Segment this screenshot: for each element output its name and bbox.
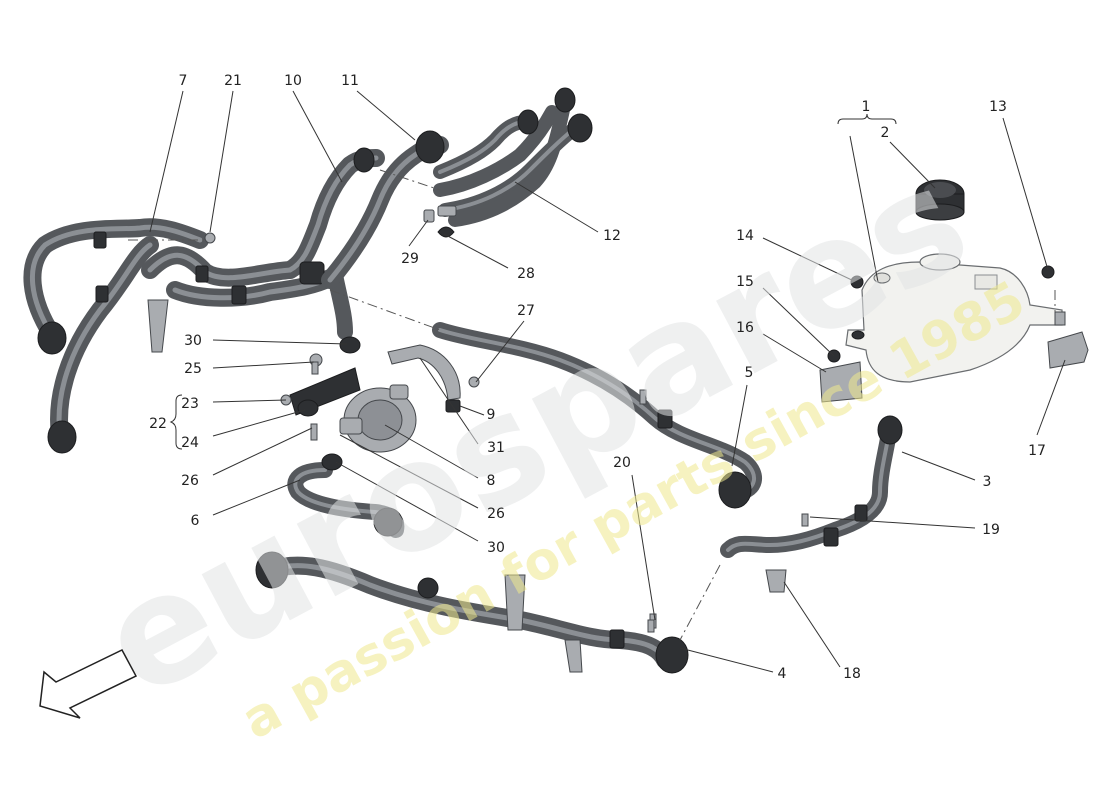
callout-28: 28 bbox=[517, 266, 535, 282]
callout-12: 12 bbox=[603, 228, 621, 244]
callout-13: 13 bbox=[989, 99, 1007, 115]
hose-6 bbox=[287, 453, 405, 538]
callout-5: 5 bbox=[745, 365, 754, 381]
callout-10: 10 bbox=[284, 73, 302, 89]
bracket-17 bbox=[1047, 331, 1089, 369]
callout-26-left: 26 bbox=[181, 473, 199, 489]
callout-11: 11 bbox=[341, 73, 359, 89]
callout-20: 20 bbox=[613, 455, 631, 471]
callout-14: 14 bbox=[736, 228, 754, 244]
callout-19: 19 bbox=[982, 522, 1000, 538]
hose-7 bbox=[23, 218, 209, 454]
water-pump-8 bbox=[339, 384, 417, 453]
bolt-20 bbox=[647, 619, 655, 633]
callout-7: 7 bbox=[179, 73, 188, 89]
pipe-4 bbox=[255, 551, 689, 674]
callout-30-top: 30 bbox=[184, 333, 202, 349]
expansion-tank-1 bbox=[845, 253, 1066, 383]
hose-11 bbox=[321, 130, 449, 289]
callout-23: 23 bbox=[181, 396, 199, 412]
callout-29: 29 bbox=[401, 251, 419, 267]
pump-bracket-22 bbox=[280, 336, 361, 441]
assembly-lines bbox=[128, 169, 1056, 641]
small-fittings bbox=[204, 209, 455, 244]
hose-assembly-12 bbox=[433, 87, 593, 227]
callout-2: 2 bbox=[881, 125, 890, 141]
callout-4: 4 bbox=[778, 666, 787, 682]
direction-arrow bbox=[39, 649, 138, 719]
callout-31: 31 bbox=[487, 440, 505, 456]
callout-22: 22 bbox=[149, 416, 167, 432]
callout-27: 27 bbox=[517, 303, 535, 319]
callout-3: 3 bbox=[983, 474, 992, 490]
callout-21: 21 bbox=[224, 73, 242, 89]
hose-10 bbox=[141, 149, 385, 353]
hose-5 bbox=[432, 322, 762, 509]
callout-8: 8 bbox=[487, 473, 496, 489]
watermark-brand: eurospares bbox=[75, 133, 994, 732]
callout-1: 1 bbox=[862, 99, 871, 115]
callout-26-right: 26 bbox=[487, 506, 505, 522]
parts-artwork bbox=[23, 87, 1089, 674]
callout-30-bottom: 30 bbox=[487, 540, 505, 556]
callout-6: 6 bbox=[191, 513, 200, 529]
callout-17: 17 bbox=[1028, 443, 1046, 459]
tank-cap-2 bbox=[915, 179, 965, 221]
callout-15: 15 bbox=[736, 274, 754, 290]
callout-16: 16 bbox=[736, 320, 754, 336]
callout-18: 18 bbox=[843, 666, 861, 682]
hose-3 bbox=[720, 415, 903, 593]
leader-lines bbox=[149, 90, 1066, 673]
callout-25: 25 bbox=[184, 361, 202, 377]
bracket-16 bbox=[819, 361, 863, 403]
callout-24: 24 bbox=[181, 435, 199, 451]
callout-9: 9 bbox=[487, 407, 496, 423]
callout-labels: 1 2 3 4 5 6 7 8 9 10 11 12 13 14 15 16 1… bbox=[149, 73, 1046, 682]
